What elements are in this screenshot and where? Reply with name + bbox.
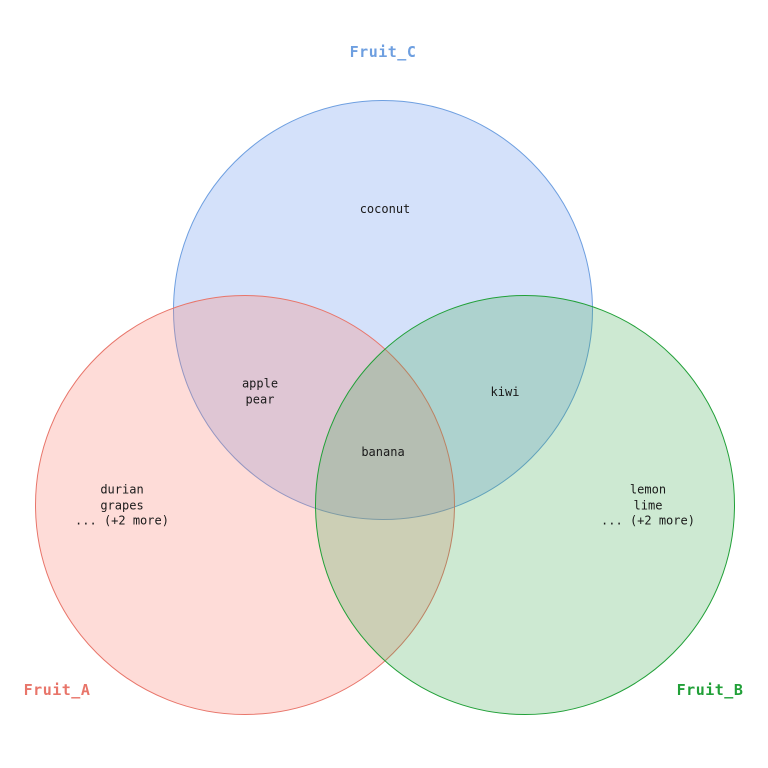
region-label-b-intersect-c: kiwi	[490, 385, 520, 400]
circle-fruit-b	[315, 295, 735, 715]
set-label-fruit-a: Fruit_A	[23, 681, 91, 699]
region-label-a-b-c-intersect: banana	[361, 445, 405, 460]
set-label-fruit-b: Fruit_B	[676, 681, 744, 699]
region-label-a-only: durian grapes ... (+2 more)	[75, 482, 169, 528]
region-label-b-only: lemon lime ... (+2 more)	[601, 482, 695, 528]
region-label-a-intersect-c: apple pear	[241, 376, 279, 406]
region-label-c-only: coconut	[359, 202, 411, 217]
set-label-fruit-c: Fruit_C	[349, 43, 417, 61]
